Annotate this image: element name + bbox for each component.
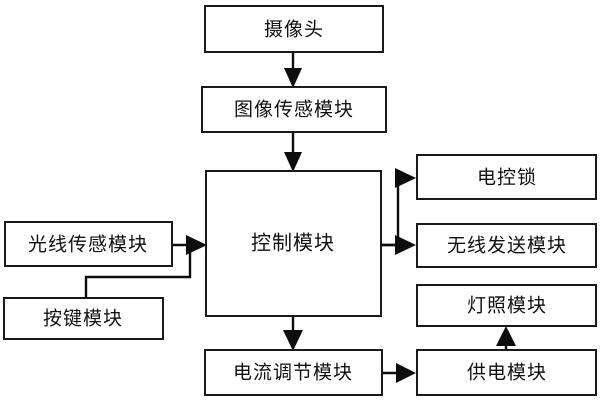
node-camera-label: 摄像头 [264, 19, 324, 41]
node-current-adjust-module-label: 电流调节模块 [233, 362, 353, 384]
node-image-sensor-label: 图像传感模块 [234, 99, 354, 121]
edge-button-to-control [84, 248, 192, 298]
edge-current-adjust-to-power [382, 363, 416, 383]
node-electronic-lock-label: 电控锁 [477, 167, 537, 189]
node-light-sensor-label: 光线传感模块 [28, 234, 148, 256]
edge-layer [84, 52, 516, 383]
edge-control-to-wireless [381, 235, 416, 255]
node-camera[interactable]: 摄像头 [204, 5, 384, 53]
node-control-module[interactable]: 控制模块 [205, 170, 382, 317]
edge-control-to-current-adjust [283, 316, 303, 351]
edge-camera-to-image-sensor [284, 52, 302, 88]
node-light-sensor[interactable]: 光线传感模块 [4, 221, 173, 267]
edge-light-sensor-to-control [172, 235, 207, 255]
edge-control-to-elock [381, 168, 416, 247]
node-control-module-label: 控制模块 [251, 231, 335, 255]
node-electronic-lock[interactable]: 电控锁 [416, 154, 597, 200]
node-layer: 摄像头 图像传感模块 控制模块 光线传感模块 按键模块 电控锁 [3, 5, 597, 396]
node-image-sensor[interactable]: 图像传感模块 [201, 86, 387, 133]
node-power-module[interactable]: 供电模块 [416, 349, 597, 396]
node-power-module-label: 供电模块 [467, 362, 547, 384]
edge-power-to-lighting [496, 326, 516, 350]
node-lighting-module[interactable]: 灯照模块 [416, 284, 597, 327]
node-button-module[interactable]: 按键模块 [3, 297, 164, 340]
node-wireless-module[interactable]: 无线发送模块 [416, 223, 597, 268]
node-lighting-module-label: 灯照模块 [467, 295, 547, 317]
node-wireless-module-label: 无线发送模块 [447, 235, 567, 257]
node-button-module-label: 按键模块 [43, 308, 123, 330]
edge-image-sensor-to-control [284, 132, 302, 172]
node-current-adjust-module[interactable]: 电流调节模块 [204, 349, 383, 396]
